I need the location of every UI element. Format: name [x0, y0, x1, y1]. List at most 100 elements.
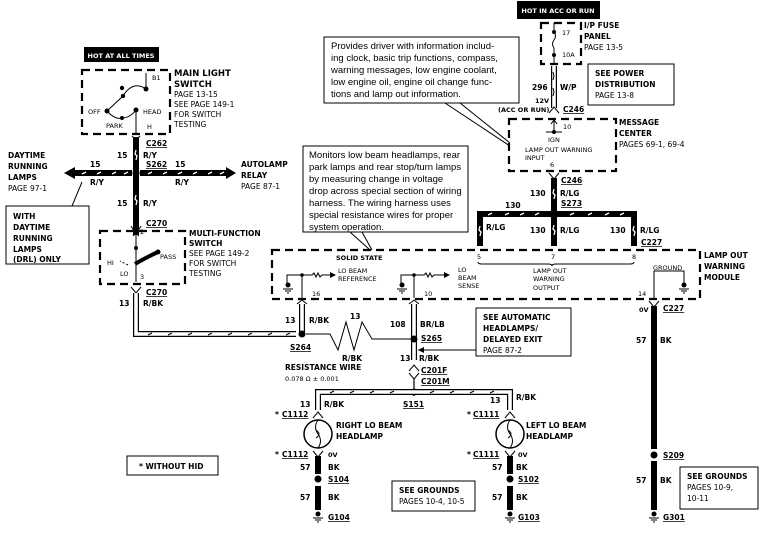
ground-icon [315, 511, 321, 517]
connector-c1112-bottom: C1112 [282, 450, 308, 459]
wire-number: 130 [530, 189, 546, 198]
mfs-see-2: FOR SWITCH [189, 259, 236, 268]
main-light-switch: HOT AT ALL TIMES OFF PARK HEAD H B1 MAIN… [80, 47, 235, 136]
main-light-switch-see-page[interactable]: SEE PAGE 149-1 [174, 100, 235, 109]
wire-number: 57 [636, 336, 646, 345]
mfs-see-page[interactable]: SEE PAGE 149-2 [189, 249, 250, 258]
wire-number: 13 [350, 312, 360, 321]
lom-output-label-2: WARNING [533, 275, 565, 283]
wire-color: BK [328, 493, 341, 502]
daytime-running-lamps: DAYTIME RUNNING LAMPS PAGE 97-1 [8, 151, 48, 193]
splice-s265 [410, 335, 418, 343]
note-line: SEE POWER [595, 69, 645, 78]
right-headlamp: 13 R/BK * C1112 RIGHT LO BEAM HEADLAMP *… [275, 400, 402, 523]
switch-terminal-h: H [147, 123, 152, 131]
connector-c1112-top: C1112 [282, 410, 308, 419]
see-automatic-page[interactable]: PAGE 87-2 [483, 346, 522, 355]
circuit-296: 296 W/P 12V (ACC OR RUN) C246 [498, 66, 584, 114]
module-note: Monitors low beam headlamps, rear park l… [302, 145, 469, 251]
mfs-pos-pass: PASS [160, 253, 176, 261]
autolamp-relay-page[interactable]: PAGE 87-1 [241, 182, 280, 191]
resistance-value: 0.078 Ω ± 0.001 [285, 375, 339, 383]
splice-s209 [650, 451, 658, 459]
lom-output-label-3: OUTPUT [533, 284, 560, 292]
asterisk: * [275, 450, 279, 459]
connector-c201f: C201F [421, 366, 447, 375]
wire-number: 13 [119, 299, 129, 308]
hot-at-all-times-label: HOT AT ALL TIMES [88, 52, 155, 60]
voltage-label: 0V [518, 451, 528, 459]
wire-number: 130 [505, 201, 521, 210]
lamp-out-warning-module: 5 7 8 LAMP OUT WARNING OUTPUT SOLID STAT… [270, 248, 749, 301]
lom-title-3: MODULE [704, 273, 740, 282]
switch-terminal-b1: B1 [152, 74, 161, 82]
fuse-panel-title-2: PANEL [584, 32, 611, 41]
left-headlamp-title: LEFT LO BEAM [526, 421, 586, 430]
wire-number: 13 [400, 354, 410, 363]
see-grounds-page[interactable]: PAGES 10-4, 10-5 [399, 497, 465, 506]
main-light-switch-see-2: FOR SWITCH [174, 110, 221, 119]
circuit-15: C262 15 R/Y S262 15 R/Y 15 R/Y 15 R/Y C2… [64, 135, 236, 235]
resistor-icon [302, 271, 330, 279]
mfs-pin-2: 2 [140, 228, 144, 236]
hot-at-all-times-tag [84, 47, 159, 62]
message-center-pages[interactable]: PAGES 69-1, 69-4 [619, 140, 685, 149]
lom-ref-label: LO BEAM [338, 267, 367, 275]
switch-pos-head: HEAD [143, 108, 161, 116]
see-grounds-page[interactable]: PAGES 10-9, [687, 483, 733, 492]
fuse-panel-page[interactable]: PAGE 13-5 [584, 43, 623, 52]
note-line: Monitors low beam headlamps, rear [309, 150, 460, 161]
note-line: SEE GROUNDS [399, 486, 460, 495]
acc-run-label: (ACC OR RUN) [498, 106, 549, 114]
switch-pos-off: OFF [88, 108, 101, 116]
mc-pin-6: 6 [550, 161, 554, 169]
circuit-13-left: C270 13 R/BK [119, 286, 296, 337]
wire-color: R/LG [640, 226, 659, 235]
circuit-57-module-ground: 0V C227 57 BK S209 57 BK G301 [636, 300, 685, 523]
ground-icon [651, 511, 657, 517]
drl-title: DAYTIME [8, 151, 45, 160]
lom-pin-10: 10 [424, 290, 432, 298]
drl-page[interactable]: PAGE 97-1 [8, 184, 47, 193]
see-power-page[interactable]: PAGE 13-8 [595, 91, 634, 100]
wire-color: R/LG [560, 226, 579, 235]
right-headlamp-title-2: HEADLAMP [336, 432, 383, 441]
resistance-wire-label: RESISTANCE WIRE [285, 363, 361, 372]
connector-c270-bottom: C270 [146, 288, 167, 297]
lom-pin-16: 16 [312, 290, 320, 298]
wire-number: 130 [530, 226, 546, 235]
mfs-pin-3: 3 [140, 273, 144, 281]
see-power-note: SEE POWER DISTRIBUTION PAGE 13-8 [587, 63, 675, 106]
asterisk: * [467, 450, 471, 459]
voltage-label: 0V [639, 306, 649, 314]
wire-color: BR/LB [420, 320, 445, 329]
mfs-pos-hi: HI [107, 259, 114, 267]
drl-title-3: LAMPS [8, 173, 37, 182]
lom-pin-5: 5 [477, 253, 481, 261]
wire-number: 15 [117, 151, 127, 160]
wire-number: 57 [300, 493, 310, 502]
lom-pin-8: 8 [632, 253, 636, 261]
left-headlamp-title-2: HEADLAMP [526, 432, 573, 441]
hot-in-acc-or-run-tag [517, 1, 600, 19]
connector-c227-bottom: C227 [663, 304, 684, 313]
drl-note-line: WITH [13, 212, 35, 221]
wire-color: R/BK [143, 299, 164, 308]
note-line: special resistance wires for proper [309, 210, 453, 221]
ground-icon [285, 282, 291, 288]
fuse-cavity-17: 17 [562, 29, 570, 37]
ground-icon [681, 282, 687, 288]
main-light-switch-page[interactable]: PAGE 13-15 [174, 90, 218, 99]
wire-number: 108 [390, 320, 406, 329]
splice-s273-label: S273 [561, 199, 582, 208]
arrow-left-icon [64, 167, 75, 179]
wire-color: R/BK [516, 393, 537, 402]
connector-c227-top: C227 [641, 238, 662, 247]
wire-number: 296 [532, 83, 548, 92]
note-line: low engine oil, engine oil change func- [331, 77, 492, 88]
note-line: warning messages, low engine coolant, [330, 65, 497, 76]
splice-s209-label: S209 [663, 451, 684, 460]
lom-ref-label-2: REFERENCE [338, 275, 377, 283]
see-grounds-note-2: SEE GROUNDS PAGES 10-9, 10-11 [679, 466, 759, 510]
